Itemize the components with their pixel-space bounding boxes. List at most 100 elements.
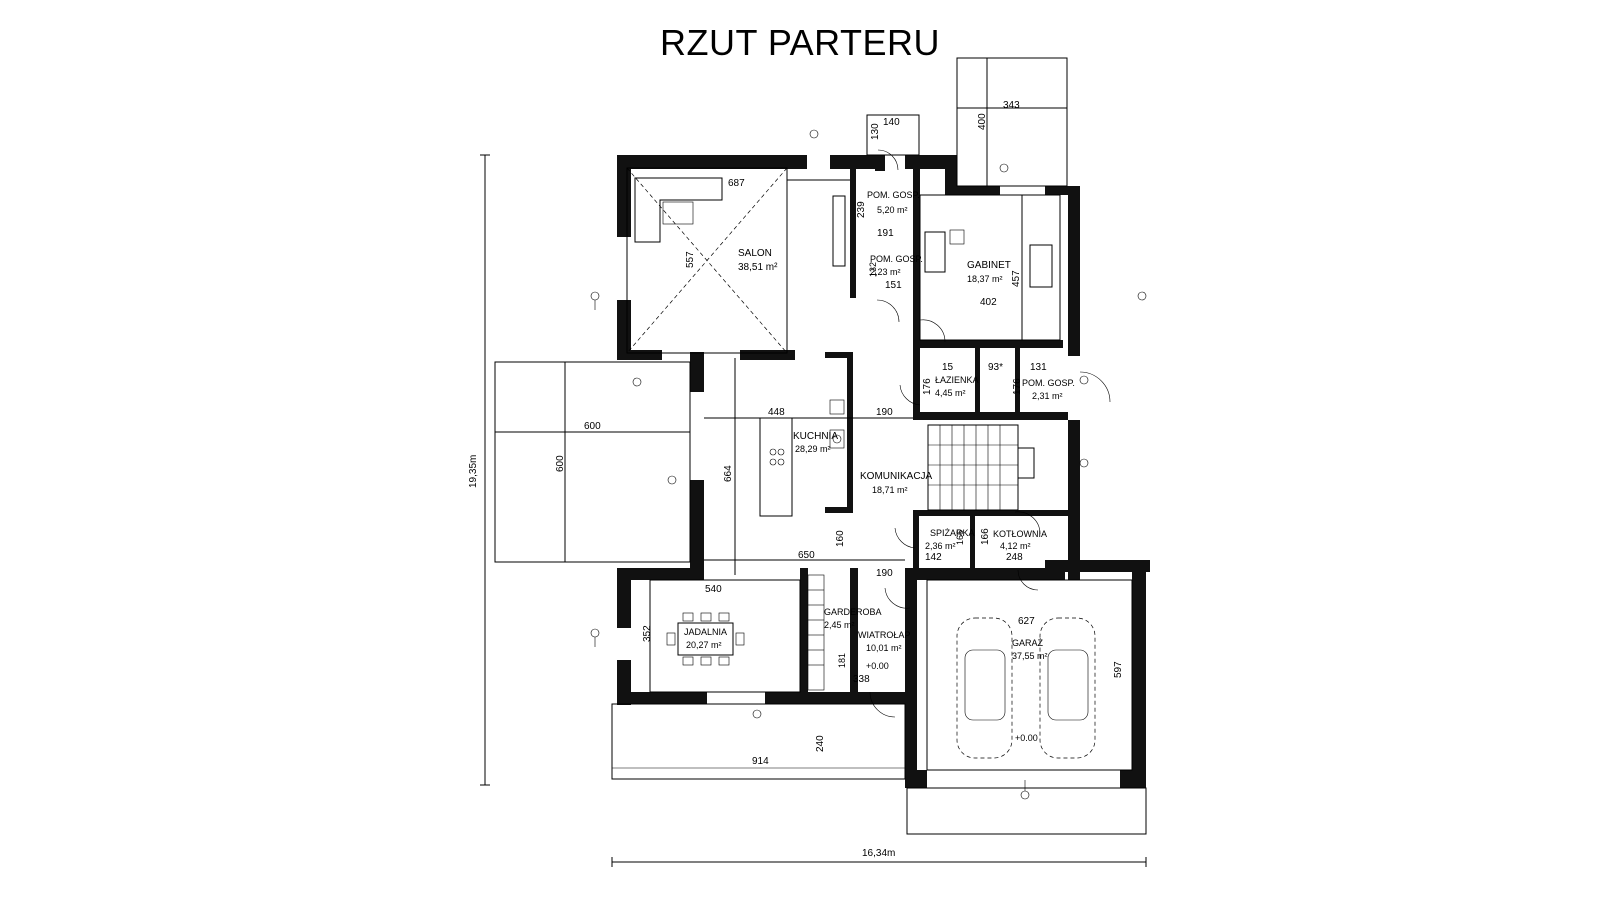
wall-segment — [1045, 560, 1150, 572]
dim-label: 914 — [752, 756, 769, 767]
wall-segment — [905, 568, 917, 788]
room-name-pomgosp3: POM. GOSP. — [1022, 378, 1075, 388]
dim-label: 140 — [883, 117, 900, 128]
room-name-spizarka: SPIŻARKA — [930, 528, 975, 538]
door-swing-icon — [876, 299, 900, 323]
wall-segment — [1120, 770, 1146, 788]
wall-segment — [847, 352, 853, 512]
dim-label: 93* — [988, 362, 1003, 373]
outlines — [494, 57, 1147, 835]
room-name-lazienka: ŁAZIENKA — [935, 375, 979, 385]
dim-label: 540 — [705, 584, 722, 595]
wall-segment — [690, 352, 704, 392]
wall-segment — [1045, 186, 1080, 195]
sofa-icon — [634, 177, 723, 243]
dim-label: 166 — [980, 528, 991, 545]
dim-label: 627 — [1018, 616, 1035, 627]
door-swing-icon — [869, 691, 896, 718]
wall-segment — [875, 155, 885, 171]
wall-segment — [905, 568, 1065, 580]
dim-label: 600 — [555, 455, 566, 472]
dim-label: 176 — [922, 378, 933, 395]
walls — [617, 155, 1150, 788]
door-swing-icon — [919, 319, 946, 343]
dim-label: 597 — [1113, 661, 1124, 678]
wall-segment — [825, 507, 853, 513]
window-symbol-icon — [1079, 458, 1089, 468]
room-labels: SALON 38,51 m² POM. GOSP. 5,20 m² POM. G… — [684, 190, 1075, 661]
door-swing-icon — [899, 384, 921, 406]
dim-label: 557 — [685, 251, 696, 268]
wall-segment — [800, 568, 808, 693]
window-symbols — [590, 129, 1147, 800]
wall-segment — [970, 510, 975, 568]
dim-label: 338 — [853, 674, 870, 685]
page-title: RZUT PARTERU — [659, 22, 941, 63]
dim-label: 132 — [868, 262, 878, 277]
wall-segment — [1068, 186, 1080, 356]
wall-segment — [1015, 348, 1020, 412]
wall-segment — [905, 155, 950, 169]
room-name-garaz: GARAŻ — [1012, 638, 1044, 648]
window-symbol-icon — [632, 377, 642, 387]
dim-label: 664 — [723, 465, 734, 482]
room-area-pomgosp1: 5,20 m² — [877, 205, 908, 215]
dim-overall-height: 19,35m — [468, 455, 479, 488]
dimension-labels: 19,35m 16,34m 687 557 239 191 132 151 14… — [468, 100, 1124, 859]
room-area-komunikacja: 18,71 m² — [872, 485, 908, 495]
jadalnia-outline — [649, 579, 801, 693]
door-swing-icon — [1017, 569, 1039, 591]
room-area-jadalnia: 20,27 m² — [686, 640, 722, 650]
dim-label: 160 — [835, 530, 846, 547]
door-swing-icon — [884, 587, 911, 609]
window-symbol-icon — [590, 291, 600, 301]
dim-label: 400 — [977, 113, 988, 130]
wall-segment — [850, 168, 856, 298]
wall-segment — [975, 348, 980, 412]
entry-canopy-outline — [866, 114, 920, 156]
wall-segment — [913, 510, 919, 568]
garage-outline — [926, 579, 1133, 771]
door-swing-icon — [894, 527, 916, 549]
car-icon — [956, 617, 1013, 759]
dim-overall-width: 16,34m — [862, 848, 895, 859]
window-symbol-icon — [1079, 375, 1089, 385]
cooktop-icon — [769, 448, 785, 466]
wall-segment — [913, 412, 1068, 420]
terrace-outline — [494, 361, 691, 563]
wall-segment — [1132, 560, 1146, 788]
dim-label: 190 — [876, 568, 893, 579]
room-area-garderoba: 2,45 m² — [824, 620, 855, 630]
wall-segment — [617, 568, 631, 628]
dim-label: 343 — [1003, 100, 1020, 111]
wall-segment — [617, 300, 631, 358]
salon-outline — [626, 167, 788, 354]
dim-label: 15 — [942, 362, 954, 373]
room-name-pomgosp1: POM. GOSP. — [867, 190, 920, 200]
room-area-salon: 38,51 m² — [738, 262, 778, 273]
dim-label: 240 — [815, 735, 826, 752]
dim-label: 352 — [642, 625, 653, 642]
wardrobe-shelving — [807, 574, 825, 691]
wall-segment — [830, 155, 875, 169]
wall-segment — [617, 568, 702, 580]
room-name-salon: SALON — [738, 248, 772, 259]
room-area-wiatrolap: 10,01 m² — [866, 643, 902, 653]
wall-segment — [945, 186, 1000, 195]
dim-label: 191 — [877, 228, 894, 239]
room-name-jadalnia: JADALNIA — [684, 627, 727, 637]
window-symbol-icon — [752, 709, 762, 719]
wall-segment — [617, 350, 662, 360]
wall-segment — [945, 155, 957, 195]
window-symbol-icon — [999, 163, 1009, 173]
sink-icon — [829, 399, 845, 449]
dim-label: 142 — [925, 552, 942, 563]
room-name-garderoba: GARDEROBA — [824, 607, 882, 617]
dim-label: 402 — [980, 297, 997, 308]
wall-segment — [913, 510, 1068, 516]
door-swing-icon — [1014, 511, 1041, 535]
dim-label: 457 — [1011, 270, 1022, 287]
dim-label: 166 — [955, 530, 965, 545]
furniture — [634, 177, 1096, 759]
